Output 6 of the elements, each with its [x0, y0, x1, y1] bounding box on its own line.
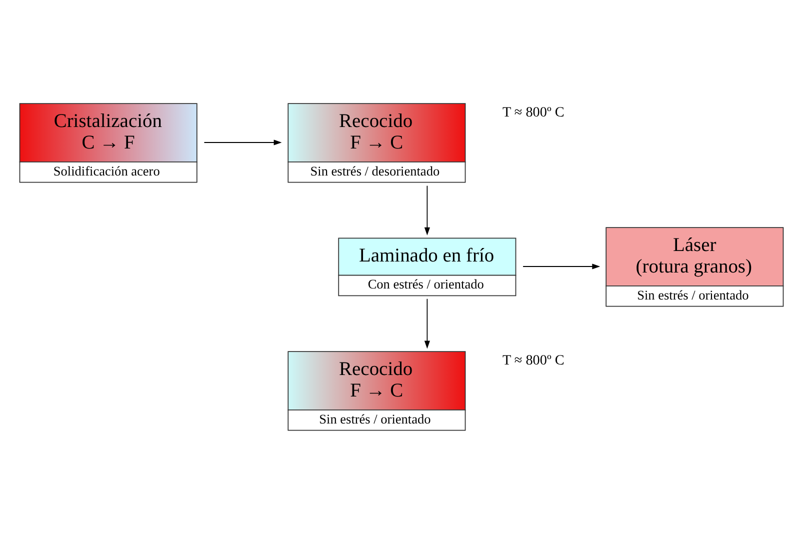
arrow [424, 298, 430, 349]
arrow [204, 140, 282, 146]
node-label: T ≈ 800º C [502, 104, 564, 121]
node-label: T ≈ 800º C [502, 352, 564, 369]
arrow [522, 264, 600, 270]
arrow [424, 185, 430, 236]
